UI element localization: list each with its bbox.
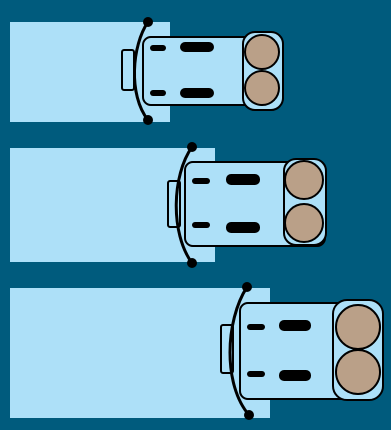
wheel-icon [284, 160, 324, 200]
wheel-icon [335, 304, 381, 350]
handle-bar [228, 286, 251, 416]
handle-knob-bottom [187, 258, 197, 268]
handle-knob-top [143, 17, 153, 27]
slot [247, 371, 265, 377]
handle-knob-bottom [143, 115, 153, 125]
wheel-icon [335, 349, 381, 395]
slot [279, 320, 311, 331]
slot [180, 88, 214, 98]
slot [279, 370, 311, 381]
handle-knob-bottom [244, 410, 254, 420]
lane-2 [10, 142, 327, 268]
rear-bumper [121, 49, 135, 91]
slot [180, 42, 214, 52]
lane-1 [10, 17, 284, 125]
slot [247, 324, 265, 330]
racer-1 [121, 17, 284, 125]
wheel-icon [244, 70, 280, 106]
slot [192, 222, 210, 228]
lane-3 [10, 282, 384, 420]
handle-bar [132, 21, 150, 121]
slot [150, 45, 166, 51]
slot [226, 222, 260, 233]
handle-knob-top [242, 282, 252, 292]
slot [192, 178, 210, 184]
racer-2 [167, 142, 327, 268]
wheel-icon [244, 34, 280, 70]
slot [150, 90, 166, 96]
handle-bar [174, 146, 194, 264]
handle-knob-top [187, 142, 197, 152]
slot [226, 174, 260, 185]
racer-3 [220, 282, 384, 420]
wheel-icon [284, 203, 324, 243]
